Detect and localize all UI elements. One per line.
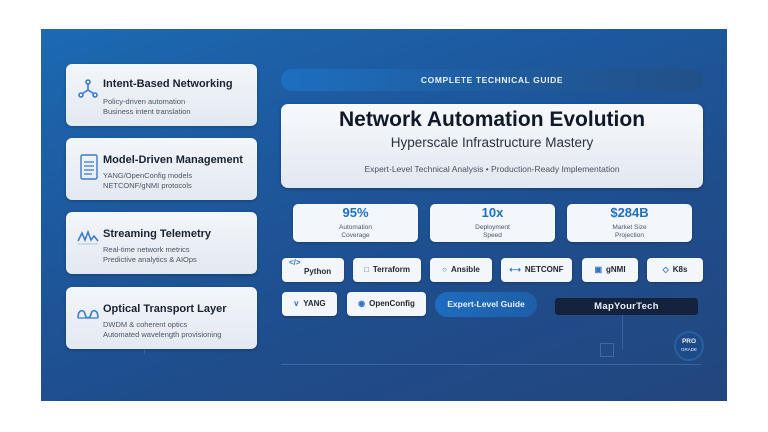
square-dot-icon: ▣ xyxy=(594,265,602,274)
pro-grade-badge: PRO GRADE xyxy=(674,331,704,361)
waveform-icon xyxy=(77,229,99,251)
banner: Intent-Based Networking Policy-driven au… xyxy=(41,29,727,401)
target-icon: ◉ xyxy=(358,299,366,308)
feature-card-model-driven-management[interactable]: Model-Driven Management YANG/OpenConfig … xyxy=(66,138,257,200)
tech-chip-terraform[interactable]: □Terraform xyxy=(353,258,421,282)
feature-title: Model-Driven Management xyxy=(103,154,243,166)
guide-pill: COMPLETE TECHNICAL GUIDE xyxy=(281,69,703,91)
feature-line: Real-time network metrics xyxy=(103,245,190,254)
stat-label-line: Market Size xyxy=(612,224,647,231)
square-icon: □ xyxy=(363,265,369,274)
tech-chip-gnmi[interactable]: ▣ gNMI xyxy=(582,258,638,282)
diamond-icon: ◇ xyxy=(662,265,669,274)
code-icon: </> xyxy=(289,258,301,267)
feature-line: Policy-driven automation xyxy=(103,97,186,106)
feature-card-streaming-telemetry[interactable]: Streaming Telemetry Real-time network me… xyxy=(66,212,257,274)
document-icon xyxy=(80,154,102,180)
circle-icon: ○ xyxy=(442,265,447,274)
feature-title: Intent-Based Networking xyxy=(103,78,233,90)
chip-label: OpenConfig xyxy=(369,299,415,308)
feature-line: YANG/OpenConfig models xyxy=(103,171,193,180)
stat-label-line: Deployment xyxy=(475,224,510,231)
page-title: Network Automation Evolution xyxy=(338,108,646,131)
badge-line: GRADE xyxy=(680,347,697,352)
chip-label: gNMI xyxy=(606,265,626,274)
chevron-down-icon: ∨ xyxy=(293,299,300,308)
stat-label-line: Coverage xyxy=(341,232,370,239)
tech-chip-openconfig[interactable]: ◉OpenConfig xyxy=(347,292,426,316)
tech-chip-netconf[interactable]: ⟷NETCONF xyxy=(501,258,572,282)
chip-label: YANG xyxy=(303,299,326,308)
chip-label: Python xyxy=(304,267,332,276)
hero-card: Network Automation Evolution Hyperscale … xyxy=(281,104,703,188)
connector-icon: ⟷ xyxy=(509,265,521,274)
stat-label-line: Automation xyxy=(339,224,372,231)
feature-title: Optical Transport Layer xyxy=(103,303,227,315)
tech-chip-yang[interactable]: ∨YANG xyxy=(282,292,337,316)
feature-card-intent-based-networking[interactable]: Intent-Based Networking Policy-driven au… xyxy=(66,64,257,126)
chip-label: Ansible xyxy=(450,265,480,274)
chip-label: K8s xyxy=(672,265,688,274)
decorative-line xyxy=(622,299,623,349)
feature-card-optical-transport-layer[interactable]: Optical Transport Layer DWDM & coherent … xyxy=(66,287,257,349)
tech-chip-ansible[interactable]: ○Ansible xyxy=(430,258,492,282)
feature-line: DWDM & coherent optics xyxy=(103,320,188,329)
stat-value: $284B xyxy=(610,205,649,220)
stat-label-line: Speed xyxy=(483,232,502,239)
feature-line: Automated wavelength provisioning xyxy=(103,330,222,339)
tech-chip-k8s[interactable]: ◇K8s xyxy=(647,258,703,282)
chip-label: NETCONF xyxy=(524,265,564,274)
expert-guide-button[interactable]: Expert-Level Guide xyxy=(435,292,537,317)
feature-line: Business intent translation xyxy=(103,107,191,116)
badge-line: PRO xyxy=(681,338,697,345)
feature-line: Predictive analytics & AIOps xyxy=(103,255,197,264)
decorative-line xyxy=(281,364,701,365)
brand-label: MapYourTech xyxy=(555,298,698,315)
network-nodes-icon xyxy=(77,78,99,100)
tech-chip-python[interactable]: </> Python xyxy=(282,258,344,282)
decorative-square xyxy=(600,343,614,357)
page-subtitle: Hyperscale Infrastructure Mastery xyxy=(390,135,594,150)
stat-label-line: Projection xyxy=(615,232,644,239)
stat-value: 10x xyxy=(481,205,504,220)
feature-title: Streaming Telemetry xyxy=(103,228,212,240)
chip-label: Terraform xyxy=(372,265,411,274)
optical-wave-icon xyxy=(77,307,99,329)
feature-line: NETCONF/gNMI protocols xyxy=(103,181,192,190)
stat-value: 95% xyxy=(342,205,369,220)
tagline: Expert-Level Technical Analysis • Produc… xyxy=(364,164,620,174)
